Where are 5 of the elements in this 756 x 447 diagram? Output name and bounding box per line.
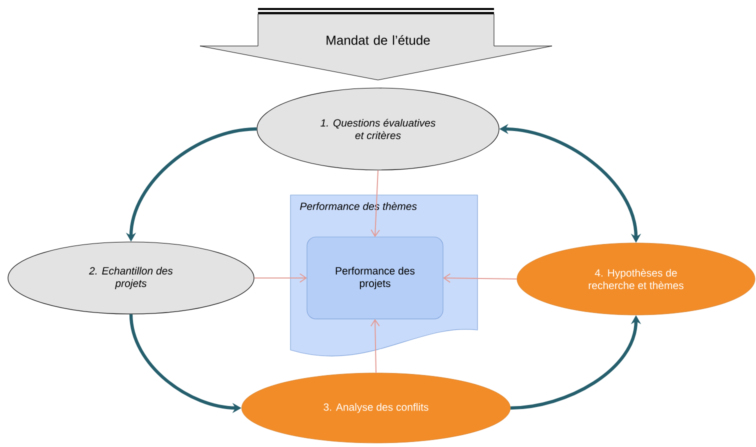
arrow: [370, 170, 380, 237]
result-box: Performance des projets: [306, 236, 444, 320]
arrow: [370, 319, 380, 374]
arrow: [254, 273, 307, 282]
arrow: [443, 274, 518, 283]
